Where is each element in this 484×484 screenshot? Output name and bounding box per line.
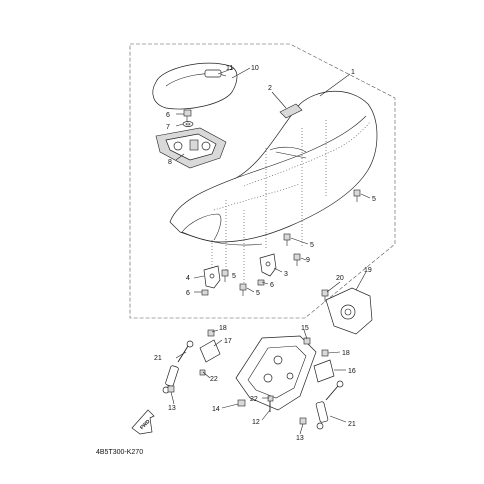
callout-21-right: 21 [348,421,356,428]
callout-13-left: 13 [168,405,176,412]
bolt-6-left[interactable] [201,289,209,296]
fwd-arrow-icon: FWD [131,409,155,435]
callout-15: 15 [301,325,309,332]
bolt-18-right[interactable] [321,349,329,357]
strut-bracket-right[interactable] [313,359,335,383]
bolt-9[interactable] [293,253,301,266]
bolt-20[interactable] [321,289,329,302]
seat-lock[interactable] [279,103,303,119]
callout-7: 7 [166,124,170,131]
bolt-5-left[interactable] [221,269,229,282]
seat-hinge-plate[interactable] [325,287,373,335]
assembly-lines [211,120,327,288]
bolt-backrest[interactable] [183,109,192,122]
callout-19: 19 [364,267,372,274]
callout-labels: 1 2 3 4 5 5 5 5 6 6 6 7 8 9 10 11 12 13 … [154,65,376,442]
callout-18-right: 18 [342,350,350,357]
callout-22-right: 22 [250,396,258,403]
assembly-boundary [129,43,396,319]
clip-22-left[interactable] [199,369,206,376]
callout-5-lower: 5 [256,290,260,297]
bolt-5-center[interactable] [283,233,291,246]
washer[interactable] [182,121,194,127]
bolt-14[interactable] [237,399,246,407]
seat[interactable] [169,90,378,246]
callout-8: 8 [168,159,172,166]
backrest-pad[interactable] [152,62,238,110]
callout-6-top: 6 [166,112,170,119]
callout-5-center: 5 [310,242,314,249]
callout-20: 20 [336,275,344,282]
callout-10: 10 [251,65,259,72]
bolt-13-left[interactable] [167,385,175,393]
callout-17: 17 [224,338,232,345]
callout-14: 14 [212,406,220,413]
gas-strut-right[interactable] [315,380,344,430]
bolt-13-right[interactable] [299,417,307,425]
leader-lines [170,67,371,435]
callout-5-right: 5 [372,196,376,203]
callout-13-right: 13 [296,435,304,442]
callout-21-left: 21 [154,355,162,362]
bolt-5-lower[interactable] [239,283,247,296]
seat-frame-bracket[interactable] [235,335,317,412]
callout-1: 1 [351,69,355,76]
bolt-5-right[interactable] [353,189,361,202]
callout-11: 11 [226,65,233,72]
bolt-15[interactable] [303,337,311,345]
callout-9: 9 [306,257,310,264]
strut-bracket-left[interactable] [199,339,221,363]
callout-6-left: 6 [186,290,190,297]
callout-16: 16 [348,368,356,375]
hinge-bracket-right[interactable] [259,253,277,277]
backrest-bracket[interactable] [155,127,227,169]
callout-6-right: 6 [270,282,274,289]
callout-5-left: 5 [232,273,236,280]
callout-2: 2 [268,85,272,92]
reference-code: 4B5T300-K270 [96,449,143,456]
hinge-bracket-left[interactable] [203,265,221,289]
bolt-18-left[interactable] [207,329,215,337]
gas-strut-left[interactable] [162,340,194,394]
callout-3: 3 [284,271,288,278]
callout-4: 4 [186,275,190,282]
callout-12: 12 [252,419,260,426]
callout-22-left: 22 [210,376,218,383]
callout-18-left: 18 [219,325,227,332]
clip-22-right[interactable] [267,395,274,402]
